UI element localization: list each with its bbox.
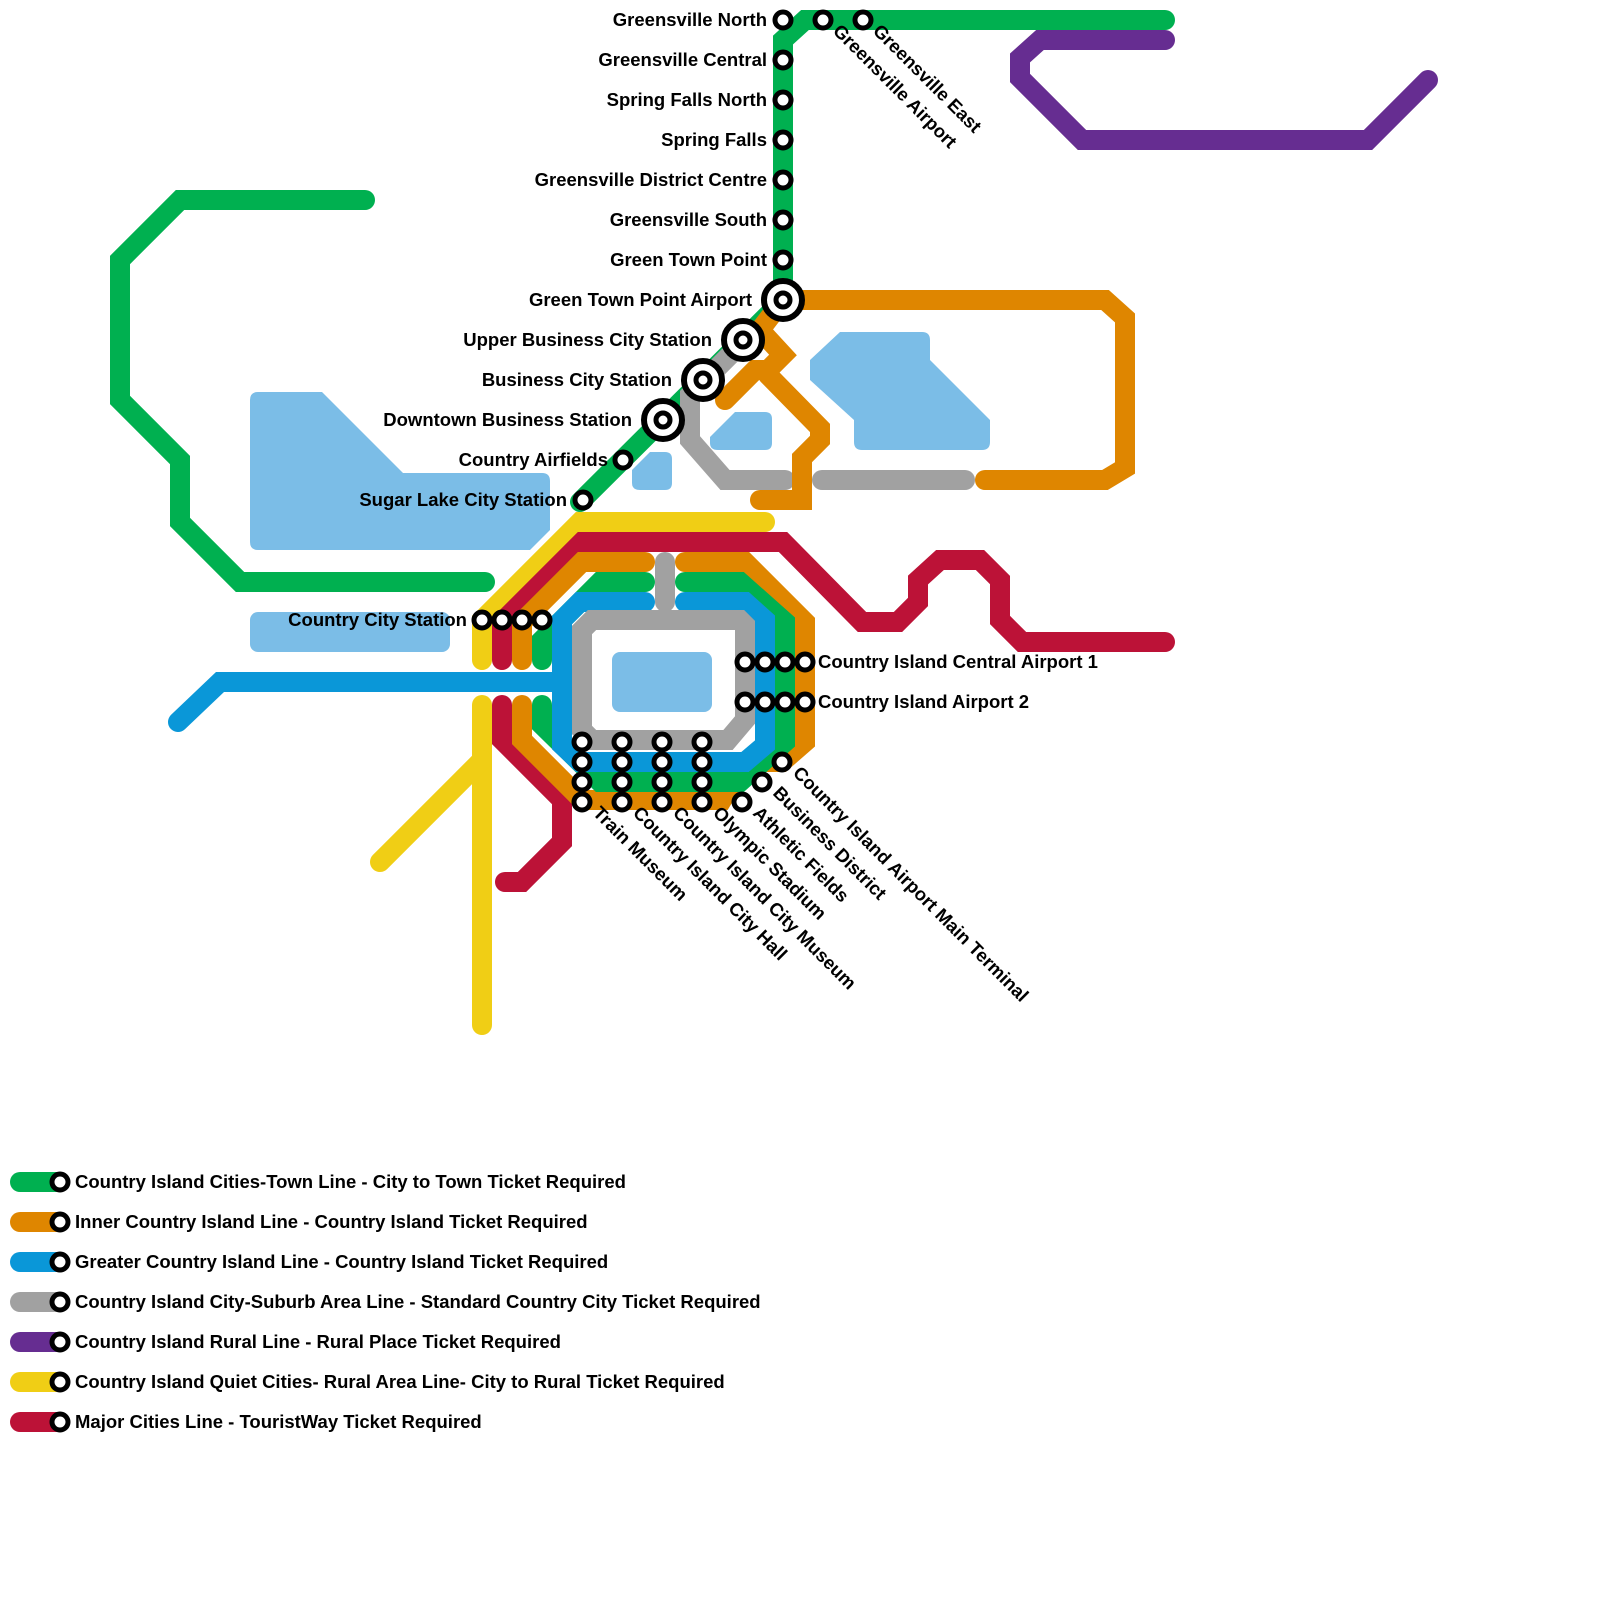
legend-item: Major Cities Line - TouristWay Ticket Re… [10,1411,482,1433]
station-airport-2-green[interactable] [774,691,796,713]
station-airport-2-blue[interactable] [754,691,776,713]
orange-line-north-loop [773,290,1135,490]
red-line-main [492,532,1175,670]
label-country-island-airport-2: Country Island Airport 2 [818,691,1029,712]
station-greensville-south[interactable] [772,209,794,231]
water-body-west-lake [250,392,550,550]
station-greensville-central[interactable] [772,49,794,71]
station-athletic-fields[interactable] [731,791,753,813]
label-green-town-point: Green Town Point [610,249,767,270]
station-central-airport-1-blue[interactable] [754,651,776,673]
station-country-island-city-hall[interactable] [611,731,633,813]
station-airport-2-gray[interactable] [734,691,756,713]
water-body-small-west [632,452,672,490]
label-greensville-central: Greensville Central [598,49,767,70]
legend-label: Country Island Cities-Town Line - City t… [75,1171,626,1192]
station-country-island-airport-main-terminal[interactable] [771,751,793,773]
station-country-city-orange[interactable] [511,609,533,631]
label-country-island-central-airport-1: Country Island Central Airport 1 [818,651,1098,672]
station-olympic-stadium[interactable] [691,731,713,813]
label-sugar-lake-city-station: Sugar Lake City Station [359,489,567,510]
legend-item: Country Island City-Suburb Area Line - S… [10,1291,761,1313]
station-country-city-green[interactable] [531,609,553,631]
station-central-airport-1-orange[interactable] [794,651,816,673]
water-body-small-central [710,412,772,450]
yellow-line-main [472,512,775,670]
interchange-upper-business-city-station[interactable] [721,318,765,362]
legend-station-icon [49,1331,71,1353]
legend-item: Country Island Rural Line - Rural Place … [10,1331,561,1353]
purple-line [1010,30,1438,150]
station-central-airport-1-green[interactable] [774,651,796,673]
station-green-town-point[interactable] [772,249,794,271]
label-country-city-station: Country City Station [288,609,467,630]
interchange-business-city-station[interactable] [681,358,725,402]
stations [471,9,874,813]
legend-item: Greater Country Island Line - Country Is… [10,1251,608,1273]
label-country-airfields: Country Airfields [459,449,608,470]
blue-line-west [168,672,570,732]
water-bodies [250,332,990,712]
station-labels: Greensville North Greensville Central Sp… [288,9,1098,1006]
label-upper-business-city-station: Upper Business City Station [463,329,712,350]
station-sugar-lake-city-station[interactable] [572,489,594,511]
water-body-east-lake [810,332,990,450]
label-greensville-district-centre: Greensville District Centre [535,169,767,190]
legend-label: Major Cities Line - TouristWay Ticket Re… [75,1411,482,1432]
legend-station-icon [49,1251,71,1273]
station-country-island-city-museum[interactable] [651,731,673,813]
legend-label: Country Island City-Suburb Area Line - S… [75,1291,761,1312]
water-body-country-city [250,612,450,652]
station-central-airport-1-gray[interactable] [734,651,756,673]
station-greensville-east[interactable] [852,9,874,31]
station-country-city-red[interactable] [491,609,513,631]
station-greensville-north[interactable] [772,9,794,31]
legend-station-icon [49,1371,71,1393]
legend-station-icon [49,1291,71,1313]
label-spring-falls-north: Spring Falls North [607,89,767,110]
station-business-district[interactable] [751,771,773,793]
legend-station-icon [49,1171,71,1193]
water-body-central-island [612,652,712,712]
orange-line-branch-south [750,365,830,510]
legend-label: Country Island Quiet Cities- Rural Area … [75,1371,725,1392]
orange-line-branch [715,290,797,410]
legend: Country Island Cities-Town Line - City t… [10,1171,761,1433]
station-spring-falls[interactable] [772,129,794,151]
legend-station-icon [49,1211,71,1233]
legend-station-icon [49,1411,71,1433]
legend-item: Inner Country Island Line - Country Isla… [10,1211,588,1233]
red-line-south [492,695,572,892]
label-spring-falls: Spring Falls [661,129,767,150]
station-greensville-airport[interactable] [812,9,834,31]
label-green-town-point-airport: Green Town Point Airport [529,289,752,310]
yellow-line-branch [370,750,492,872]
station-train-museum[interactable] [571,731,593,813]
interchange-green-town-point-airport[interactable] [761,278,805,322]
station-spring-falls-north[interactable] [772,89,794,111]
station-country-city-yellow[interactable] [471,609,493,631]
legend-label: Greater Country Island Line - Country Is… [75,1251,608,1272]
legend-item: Country Island Cities-Town Line - City t… [10,1171,626,1193]
station-country-airfields[interactable] [612,449,634,471]
legend-label: Inner Country Island Line - Country Isla… [75,1211,588,1232]
legend-item: Country Island Quiet Cities- Rural Area … [10,1371,725,1393]
station-greensville-district-centre[interactable] [772,169,794,191]
label-greensville-south: Greensville South [610,209,767,230]
label-business-city-station: Business City Station [482,369,672,390]
station-airport-2-orange[interactable] [794,691,816,713]
label-greensville-north: Greensville North [613,9,767,30]
green-line-west-loop [110,190,495,592]
label-downtown-business-station: Downtown Business Station [383,409,632,430]
interchange-downtown-business-station[interactable] [641,398,685,442]
legend-label: Country Island Rural Line - Rural Place … [75,1331,561,1352]
